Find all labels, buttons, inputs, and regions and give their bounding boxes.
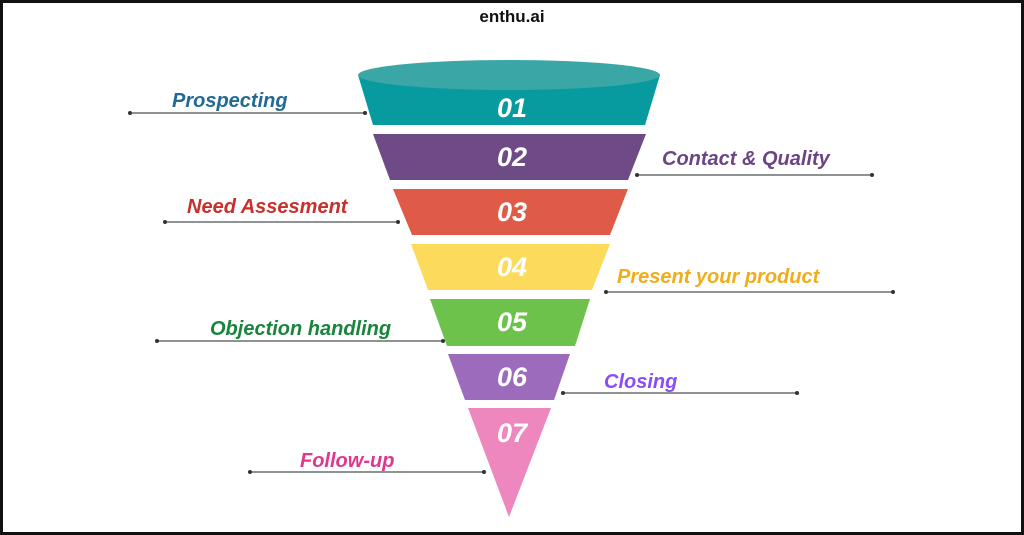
connector-dot xyxy=(163,220,167,224)
stage-number: 02 xyxy=(497,142,527,172)
funnel-stage-06: 06 Closing xyxy=(448,354,799,400)
connector-dot xyxy=(870,173,874,177)
stage-label: Objection handling xyxy=(210,318,391,340)
funnel-stage-03: 03 Need Assesment xyxy=(163,189,628,235)
stage-number: 06 xyxy=(497,362,528,392)
stage-number: 04 xyxy=(497,252,527,282)
funnel-stage-02: 02 Contact & Quality xyxy=(373,134,874,180)
connector-dot xyxy=(891,290,895,294)
connector-dot xyxy=(441,339,445,343)
connector-dot xyxy=(795,391,799,395)
stage-label: Closing xyxy=(604,371,677,393)
stage-number: 03 xyxy=(497,197,527,227)
connector-dot xyxy=(396,220,400,224)
connector-dot xyxy=(363,111,367,115)
connector-dot xyxy=(128,111,132,115)
funnel-segment xyxy=(373,134,646,180)
stage-number: 07 xyxy=(497,418,529,448)
funnel-segment xyxy=(411,244,610,290)
stage-number: 01 xyxy=(497,93,527,123)
connector-dot xyxy=(155,339,159,343)
stage-number: 05 xyxy=(497,307,528,337)
stage-label: Follow-up xyxy=(300,450,394,472)
connector-dot xyxy=(561,391,565,395)
connector-dot xyxy=(635,173,639,177)
funnel-segment xyxy=(430,299,590,346)
connector-dot xyxy=(604,290,608,294)
stage-label: Present your product xyxy=(617,266,821,288)
funnel-top-ellipse xyxy=(358,60,660,90)
funnel-segment xyxy=(448,354,570,400)
connector-dot xyxy=(248,470,252,474)
funnel-segment xyxy=(393,189,628,235)
stage-label: Contact & Quality xyxy=(662,148,831,170)
funnel-segment xyxy=(468,408,551,517)
funnel-stage-04: 04 Present your product xyxy=(411,244,895,294)
funnel-stage-01: 01 Prospecting xyxy=(128,60,660,125)
funnel-stage-05: 05 Objection handling xyxy=(155,299,590,346)
connector-dot xyxy=(482,470,486,474)
stage-label: Prospecting xyxy=(172,90,288,112)
brand-title: enthu.ai xyxy=(479,7,544,26)
stage-label: Need Assesment xyxy=(187,196,349,218)
